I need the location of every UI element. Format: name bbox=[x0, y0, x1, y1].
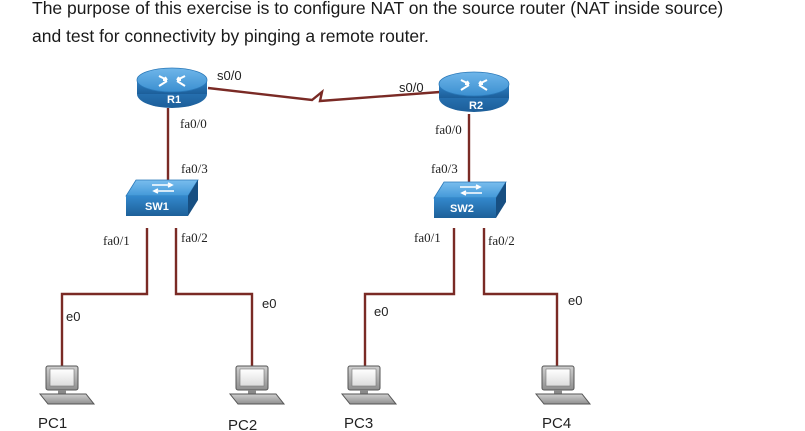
link-sw2-pc4 bbox=[482, 228, 559, 372]
sw1-port-b-label: fa0/2 bbox=[181, 230, 208, 245]
intro-text: The purpose of this exercise is to confi… bbox=[32, 0, 802, 50]
router-r2[interactable]: R2 bbox=[438, 71, 510, 112]
pc-4[interactable]: PC4 bbox=[534, 365, 592, 431]
switch-icon bbox=[460, 184, 482, 196]
sw2-port-a-label: fa0/1 bbox=[414, 230, 441, 245]
router-name: R1 bbox=[167, 94, 181, 106]
pc-name: PC3 bbox=[344, 415, 373, 431]
pc1-port-label: e0 bbox=[66, 309, 80, 324]
serial-link bbox=[207, 86, 441, 103]
pc-icon bbox=[38, 365, 96, 405]
pc2-port-label: e0 bbox=[262, 296, 276, 311]
r1-lan-port-label: fa0/0 bbox=[180, 116, 207, 131]
intro-line-1: The purpose of this exercise is to confi… bbox=[32, 0, 724, 18]
pc-1[interactable]: PC1 bbox=[38, 365, 96, 431]
pc-2[interactable]: PC2 bbox=[228, 365, 286, 431]
pc-3[interactable]: PC3 bbox=[340, 365, 398, 431]
r2-lan-port-label: fa0/0 bbox=[435, 122, 462, 137]
port-labels: s0/0 s0/0 fa0/0 fa0/0 fa0/3 fa0/3 fa0/1 … bbox=[66, 68, 582, 324]
pc-name: PC1 bbox=[38, 415, 67, 431]
pc-name: PC4 bbox=[542, 415, 571, 431]
sw1-port-a-label: fa0/1 bbox=[103, 233, 130, 248]
router-name: R2 bbox=[469, 100, 483, 112]
switch-icon bbox=[152, 182, 174, 194]
pc-icon bbox=[228, 365, 286, 405]
pc-icon bbox=[534, 365, 592, 405]
link-sw1-pc1 bbox=[60, 228, 149, 372]
pc-name: PC2 bbox=[228, 417, 257, 431]
r1-serial-port-label: s0/0 bbox=[217, 68, 242, 83]
switch-name: SW2 bbox=[450, 203, 474, 215]
link-sw2-pc3 bbox=[363, 228, 456, 372]
router-icon bbox=[460, 79, 488, 91]
pc3-port-label: e0 bbox=[374, 304, 388, 319]
router-r1[interactable]: R1 bbox=[136, 67, 208, 108]
sw1-uplink-port-label: fa0/3 bbox=[181, 161, 208, 176]
r2-serial-port-label: s0/0 bbox=[399, 80, 424, 95]
switch-name: SW1 bbox=[145, 201, 169, 213]
intro-line-2: and test for connectivity by pinging a r… bbox=[32, 26, 429, 46]
pc-icon bbox=[340, 365, 398, 405]
switch-sw1[interactable]: SW1 bbox=[125, 179, 199, 216]
links bbox=[60, 86, 559, 372]
pc4-port-label: e0 bbox=[568, 293, 582, 308]
link-sw1-pc2 bbox=[174, 228, 254, 372]
sw2-port-b-label: fa0/2 bbox=[488, 233, 515, 248]
router-icon bbox=[158, 75, 186, 87]
sw2-uplink-port-label: fa0/3 bbox=[431, 161, 458, 176]
switch-sw2[interactable]: SW2 bbox=[433, 181, 507, 218]
